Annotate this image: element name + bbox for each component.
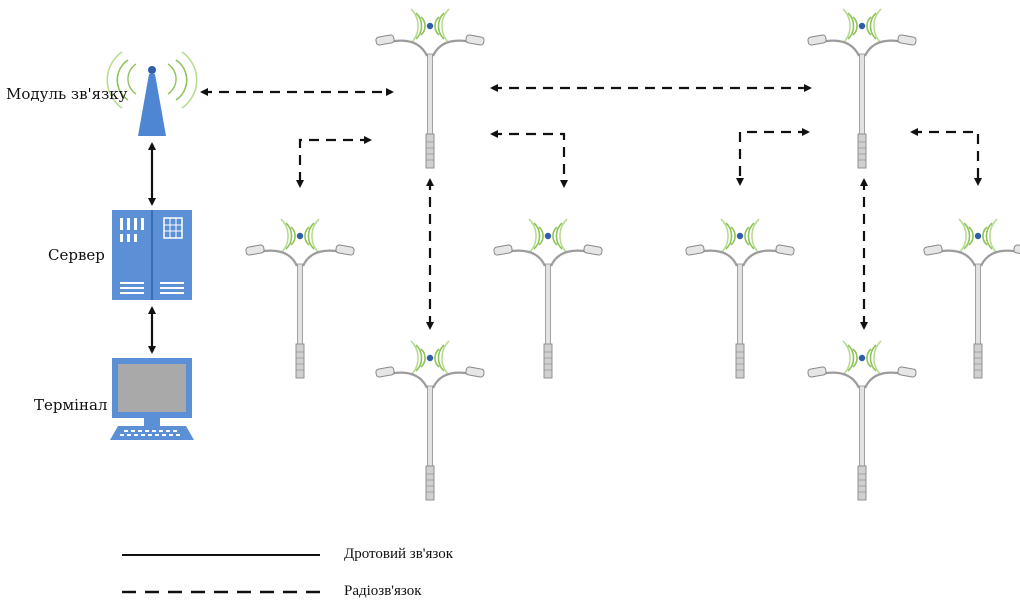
radio-link-lamp2-lamp5: [736, 128, 810, 186]
street-lamp-1: [374, 7, 486, 170]
street-lamp-6: [922, 217, 1020, 380]
server-label: Сервер: [48, 246, 105, 264]
terminal-label: Термінал: [34, 396, 108, 414]
street-lamp-5: [684, 217, 796, 380]
radio-link-lamp1-lamp4: [490, 130, 568, 188]
street-lamp-4: [492, 217, 604, 380]
radio-link-lamp2-lamp6: [910, 128, 982, 186]
street-lamp-8: [806, 339, 918, 502]
legend-wired-label: Дротовий зв'язок: [344, 546, 454, 562]
radio-links: [200, 84, 982, 330]
module-label: Модуль зв'язку: [6, 85, 128, 103]
street-lamp-3: [244, 217, 356, 380]
legend-radio-label: Радіозв'язок: [344, 583, 422, 599]
terminal-icon: [110, 358, 194, 440]
street-lamp-7: [374, 339, 486, 502]
radio-link-lamp1-lamp3: [296, 136, 372, 188]
communication-module-icon: [106, 51, 198, 136]
street-lamp-2: [806, 7, 918, 170]
server-icon: [112, 210, 192, 300]
